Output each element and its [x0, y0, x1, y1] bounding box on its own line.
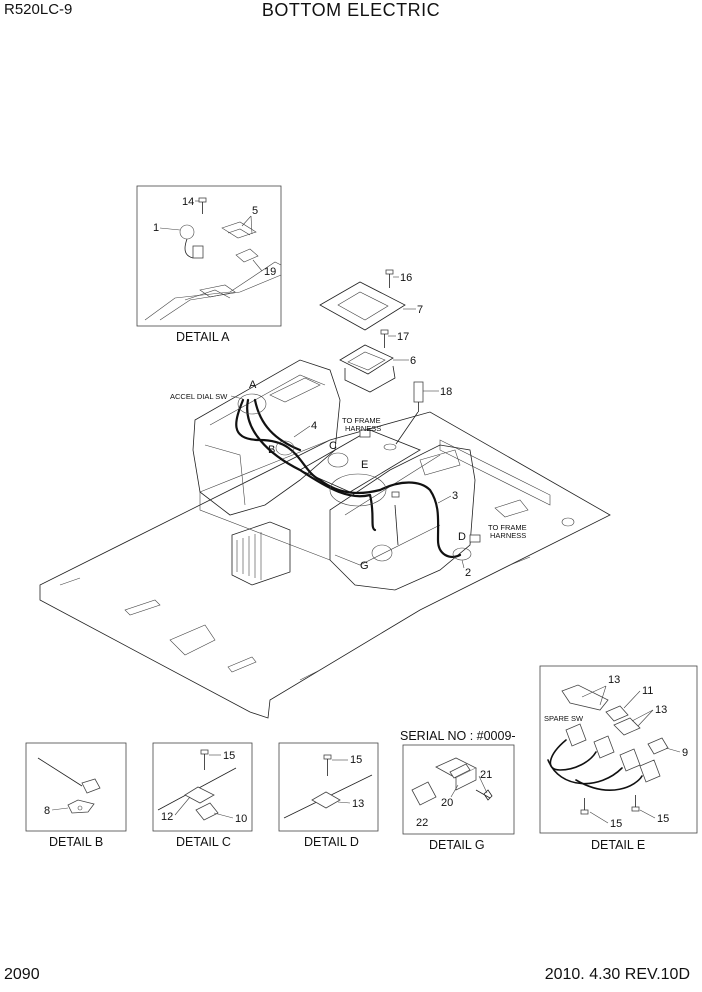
right-console [329, 444, 476, 591]
callout-16: 16 [400, 272, 412, 284]
detail-e-caption: DETAIL E [591, 838, 645, 852]
detail-g: SERIAL NO : #0009- 21 20 22 DETAIL G [400, 729, 516, 852]
detail-c: 15 12 10 DETAIL C [152, 742, 253, 849]
connector-cluster [237, 393, 481, 562]
marker-d: D [458, 531, 466, 543]
detail-a: 14 1 5 19 DETAIL A [136, 185, 282, 344]
to-frame-label-1: TO FRAME [342, 416, 381, 425]
callout-4: 4 [311, 420, 317, 432]
detail-c-caption: DETAIL C [176, 835, 231, 849]
detail-a-label-19: 19 [264, 266, 276, 278]
detail-a-label-1: 1 [153, 222, 159, 234]
marker-g: G [360, 560, 369, 572]
detail-d: 15 13 DETAIL D [278, 742, 379, 849]
model-number: R520LC-9 [4, 1, 73, 18]
boot-6 [339, 344, 396, 393]
to-frame-label-2: TO FRAME [488, 523, 527, 532]
main-callouts: ACCEL DIAL SW A B C D E G TO FRAME HARNE… [170, 272, 527, 579]
detail-c-label-12: 12 [161, 811, 173, 823]
detail-g-label-20: 20 [441, 797, 453, 809]
callout-7: 7 [417, 304, 423, 316]
detail-a-label-14: 14 [182, 196, 194, 208]
detail-e-label-13b: 13 [655, 704, 667, 716]
page-title: BOTTOM ELECTRIC [261, 0, 441, 20]
detail-e-label-15b: 15 [657, 813, 669, 825]
marker-b: B [268, 444, 275, 456]
detail-b: 8 DETAIL B [25, 742, 127, 849]
detail-e-label-9: 9 [682, 747, 688, 759]
callout-3: 3 [452, 490, 458, 502]
callout-18: 18 [440, 386, 452, 398]
detail-b-caption: DETAIL B [49, 835, 103, 849]
sensor-18 [395, 381, 424, 445]
detail-e: SPARE SW 13 11 13 9 15 15 DETAIL E [539, 665, 698, 852]
left-console [192, 359, 341, 516]
marker-a: A [249, 379, 257, 391]
cover-plate-7 [319, 281, 406, 331]
callout-6: 6 [410, 355, 416, 367]
detail-g-label-22: 22 [416, 817, 428, 829]
harness-label-1: HARNESS [345, 424, 381, 433]
detail-c-label-10: 10 [235, 813, 247, 825]
detail-d-label-13: 13 [352, 798, 364, 810]
callout-17: 17 [397, 331, 409, 343]
detail-a-caption: DETAIL A [176, 330, 230, 344]
callout-2: 2 [465, 567, 471, 579]
detail-g-serial: SERIAL NO : #0009- [400, 729, 516, 743]
center-cover [299, 429, 421, 493]
detail-c-label-15: 15 [223, 750, 235, 762]
marker-c: C [329, 440, 337, 452]
detail-g-caption: DETAIL G [429, 838, 485, 852]
detail-d-caption: DETAIL D [304, 835, 359, 849]
detail-a-label-5: 5 [252, 205, 258, 217]
page-number: 2090 [4, 966, 40, 983]
bolt-16 [385, 269, 394, 288]
revision-date: 2010. 4.30 REV.10D [544, 966, 690, 983]
detail-e-spare-sw: SPARE SW [544, 714, 584, 723]
detail-g-label-21: 21 [480, 769, 492, 781]
floor-plate [39, 411, 611, 719]
accel-dial-label: ACCEL DIAL SW [170, 392, 228, 401]
detail-e-label-13a: 13 [608, 674, 620, 686]
bolt-17 [380, 329, 389, 348]
battery-box [231, 521, 291, 586]
detail-e-label-11: 11 [642, 685, 653, 697]
detail-b-label-8: 8 [44, 805, 50, 817]
detail-d-label-15: 15 [350, 754, 362, 766]
detail-e-label-15a: 15 [610, 818, 622, 830]
marker-e: E [361, 459, 368, 471]
wiring-harness [235, 398, 462, 558]
harness-label-2: HARNESS [490, 531, 526, 540]
